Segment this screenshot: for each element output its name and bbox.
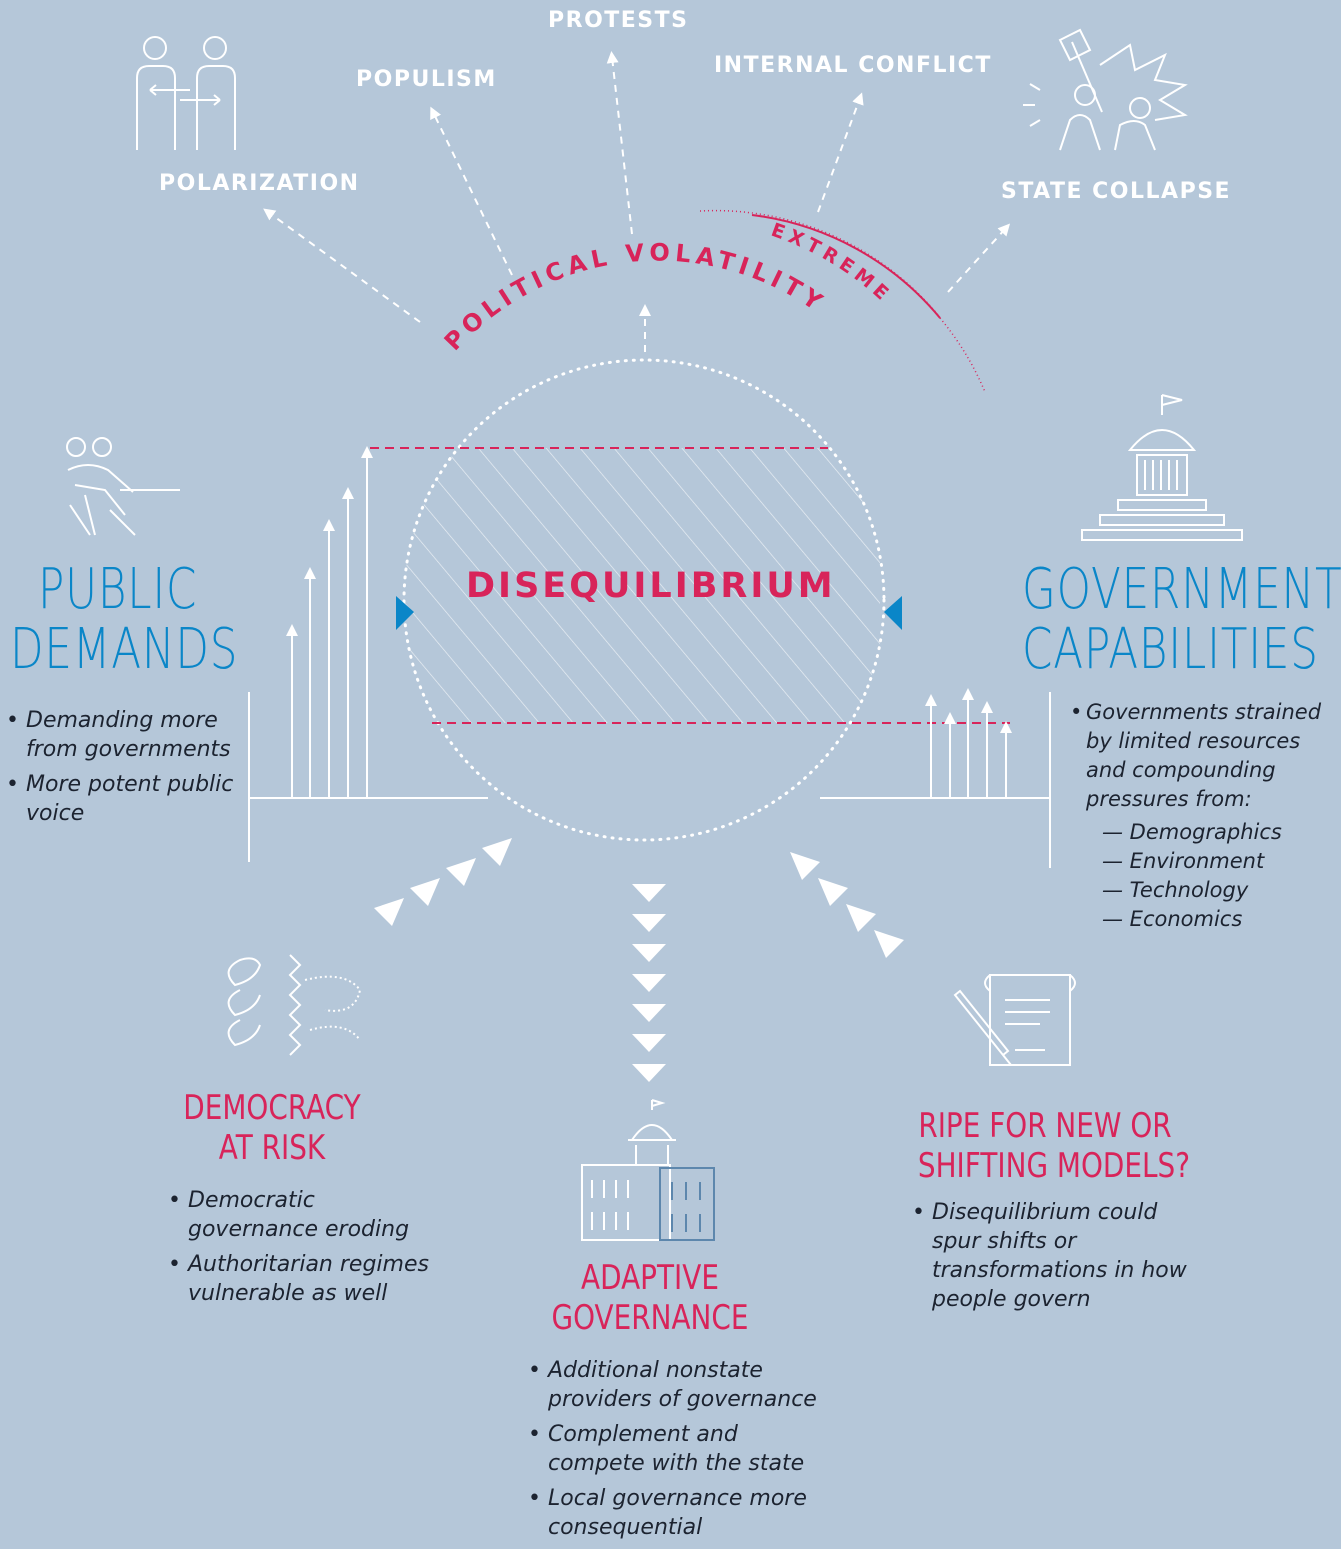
adaptive-bullet: Local governance more consequential bbox=[528, 1484, 818, 1542]
left-pointer-icon bbox=[396, 596, 414, 630]
adaptive-bullet: Additional nonstate providers of governa… bbox=[528, 1356, 818, 1414]
outcome-populism: POPULISM bbox=[356, 67, 497, 92]
pressure-item: — Environment bbox=[1102, 849, 1265, 873]
pressure-item: — Technology bbox=[1102, 878, 1249, 902]
government-capabilities-bullet: Governments strained by limited resource… bbox=[1086, 700, 1322, 811]
government-building-icon bbox=[1081, 394, 1243, 541]
right-pointer-icon bbox=[884, 596, 902, 630]
capitol-shadow-icon bbox=[659, 1167, 715, 1241]
public-demands-bullet: Demanding more from governments bbox=[6, 706, 236, 764]
government-capabilities-title-2: CAPABILITIES bbox=[1022, 617, 1319, 682]
democracy-title-1: DEMOCRACY bbox=[183, 1088, 361, 1128]
disequilibrium-hatch bbox=[404, 448, 880, 723]
pressure-item: — Economics bbox=[1102, 907, 1243, 931]
adaptive-bullet: Complement and compete with the state bbox=[528, 1420, 818, 1478]
outcome-polarization: POLARIZATION bbox=[159, 171, 360, 196]
public-demands-title-2: DEMANDS bbox=[10, 617, 239, 682]
government-capabilities-title-1: GOVERNMENT bbox=[1022, 557, 1341, 622]
disequilibrium-circle bbox=[402, 358, 886, 842]
adaptive-title-1: ADAPTIVE bbox=[581, 1258, 719, 1298]
outcome-state-collapse: STATE COLLAPSE bbox=[1001, 179, 1232, 204]
public-demands-bullet: More potent public voice bbox=[6, 770, 236, 828]
tug-of-war-icon bbox=[66, 437, 180, 536]
adaptive-bullets: Additional nonstate providers of governa… bbox=[528, 1356, 818, 1548]
polarization-icon bbox=[136, 36, 236, 150]
public-demand-bars bbox=[286, 446, 373, 798]
democracy-title-2: AT RISK bbox=[218, 1128, 326, 1168]
new-models-title-2: SHIFTING MODELS? bbox=[917, 1146, 1191, 1186]
democracy-bullet: Authoritarian regimes vulnerable as well bbox=[168, 1250, 430, 1308]
political-volatility-label: POLITICAL VOLATILITY bbox=[439, 238, 831, 356]
capitol-icon bbox=[581, 1099, 676, 1241]
new-models-bullet: Disequilibrium could spur shifts or tran… bbox=[912, 1198, 1212, 1314]
document-icon bbox=[953, 974, 1076, 1066]
democracy-risk-icon bbox=[227, 954, 302, 1056]
flow-chevrons bbox=[374, 838, 904, 1082]
outcome-arrows bbox=[263, 51, 1011, 352]
state-collapse-icon bbox=[1023, 28, 1188, 151]
outcome-protests: PROTESTS bbox=[548, 8, 689, 33]
pressure-item: — Demographics bbox=[1102, 820, 1282, 844]
disequilibrium-label: DISEQUILIBRIUM bbox=[466, 566, 836, 606]
government-capability-bars bbox=[925, 688, 1012, 798]
new-models-bullets: Disequilibrium could spur shifts or tran… bbox=[912, 1198, 1212, 1320]
outcome-internal-conflict: INTERNAL CONFLICT bbox=[714, 53, 992, 78]
democracy-bullets: Democratic governance eroding Authoritar… bbox=[168, 1186, 430, 1314]
government-capabilities-bullets: Governments strained by limited resource… bbox=[1070, 698, 1332, 940]
public-demands-bullets: Demanding more from governments More pot… bbox=[6, 706, 236, 834]
democracy-bullet: Democratic governance eroding bbox=[168, 1186, 430, 1244]
adaptive-title-2: GOVERNANCE bbox=[551, 1298, 749, 1338]
faded-figures-icon bbox=[304, 975, 362, 1041]
new-models-title-1: RIPE FOR NEW OR bbox=[918, 1106, 1172, 1146]
public-demands-title-1: PUBLIC bbox=[38, 557, 198, 622]
